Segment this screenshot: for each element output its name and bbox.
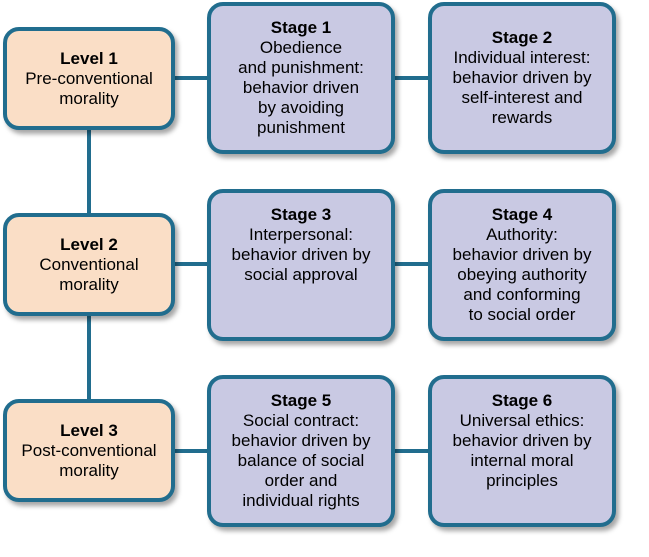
level-3-box: Level 3 Post-conventional morality [3, 399, 175, 502]
stage-3-title: Stage 3 [270, 205, 332, 224]
stage-5-box: Stage 5 Social contract: behavior driven… [207, 375, 395, 527]
stage-4-title: Stage 4 [491, 205, 553, 224]
stage-6-title: Stage 6 [491, 391, 553, 410]
stage-2-title: Stage 2 [491, 28, 553, 47]
stage-5-description: Social contract: behavior driven by bala… [231, 411, 371, 510]
stage-4-description: Authority: behavior driven by obeying au… [452, 225, 592, 324]
stage-3-description: Interpersonal: behavior driven by social… [231, 225, 371, 284]
level-3-description: Post-conventional morality [21, 440, 157, 480]
level-1-title: Level 1 [60, 48, 118, 68]
stage-1-box: Stage 1 Obedience and punishment: behavi… [207, 2, 395, 154]
stage-6-description: Universal ethics: behavior driven by int… [452, 411, 592, 490]
level-1-box: Level 1 Pre-conventional morality [3, 27, 175, 130]
stage-2-description: Individual interest: behavior driven by … [452, 48, 592, 127]
stage-1-title: Stage 1 [270, 18, 332, 37]
stage-3-box: Stage 3 Interpersonal: behavior driven b… [207, 189, 395, 341]
level-3-title: Level 3 [60, 420, 118, 440]
level-1-description: Pre-conventional morality [25, 68, 153, 108]
stage-1-description: Obedience and punishment: behavior drive… [238, 38, 364, 137]
level-2-description: Conventional morality [39, 254, 139, 294]
stage-5-title: Stage 5 [270, 391, 332, 410]
level-2-title: Level 2 [60, 234, 118, 254]
stage-6-box: Stage 6 Universal ethics: behavior drive… [428, 375, 616, 527]
level-2-box: Level 2 Conventional morality [3, 213, 175, 316]
stage-2-box: Stage 2 Individual interest: behavior dr… [428, 2, 616, 154]
stage-4-box: Stage 4 Authority: behavior driven by ob… [428, 189, 616, 341]
